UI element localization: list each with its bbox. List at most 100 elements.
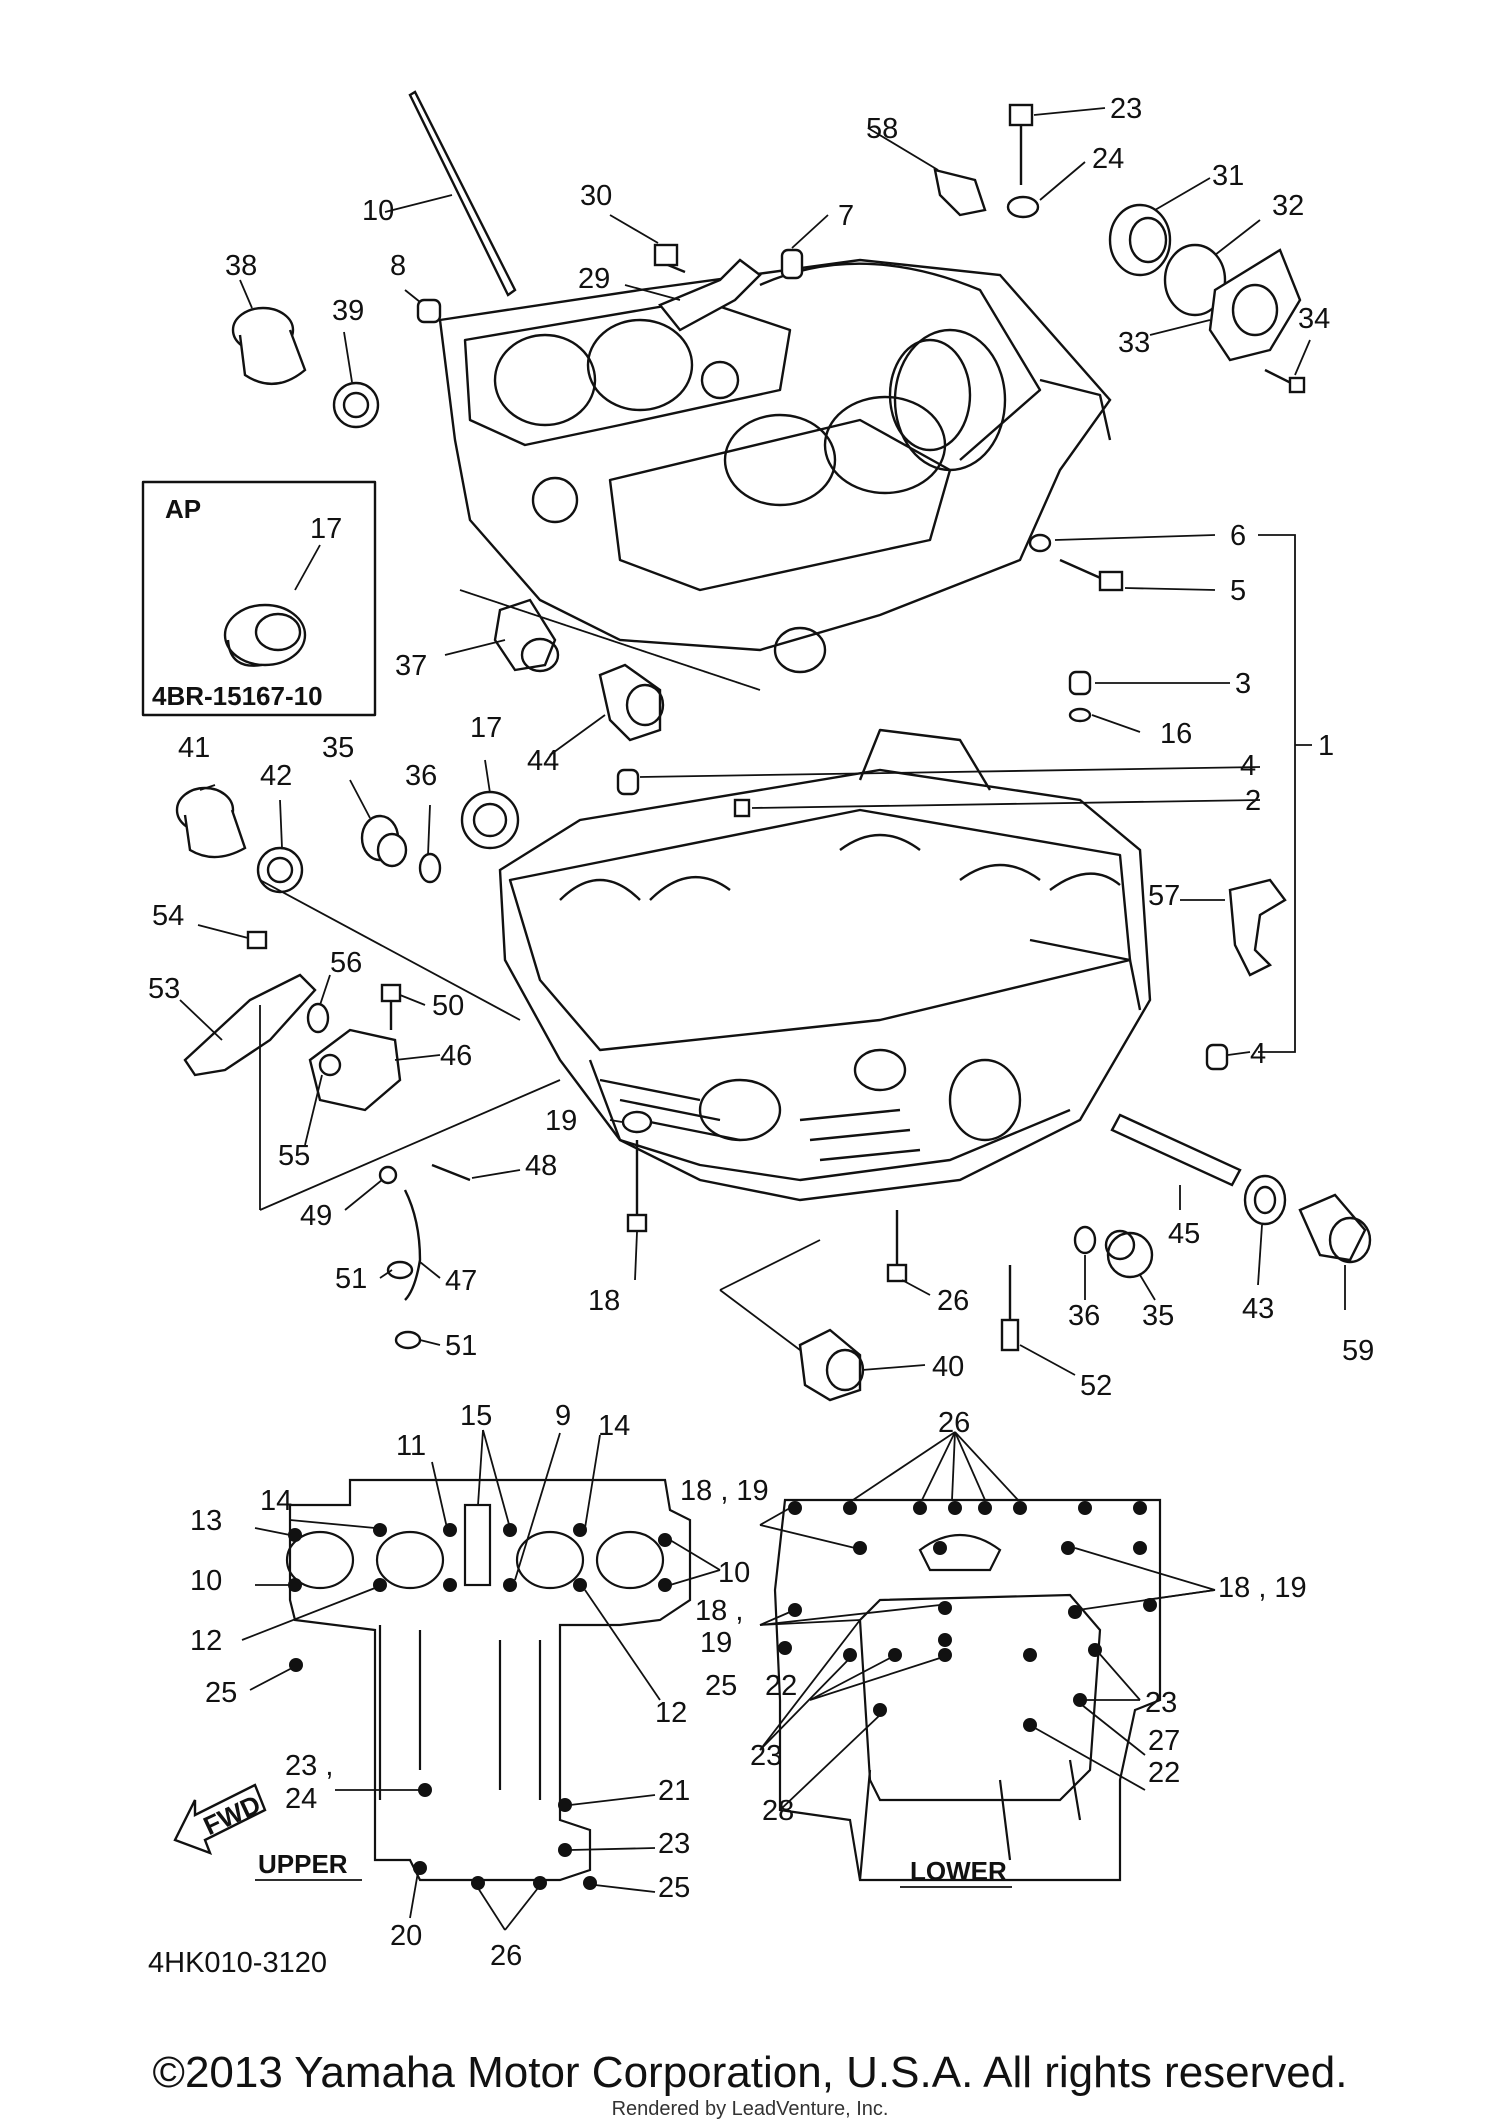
nut-51b-icon <box>394 1330 422 1350</box>
bolt-54-icon <box>246 930 268 950</box>
oil-seal-icon <box>223 603 307 667</box>
washer-19-icon <box>621 1110 653 1134</box>
upper-callout-9: 9 <box>555 1400 571 1432</box>
callout-59: 59 <box>1342 1335 1374 1367</box>
inset-title: AP <box>165 494 201 524</box>
bushing-40-icon <box>798 1328 865 1402</box>
bearing-31-icon <box>1108 203 1172 277</box>
callout-56: 56 <box>330 947 362 979</box>
callout-19: 19 <box>545 1105 577 1137</box>
upper-callout-12a: 12 <box>190 1625 222 1657</box>
callout-52: 52 <box>1080 1370 1112 1402</box>
pipe-47-icon <box>403 1189 422 1301</box>
callout-23: 23 <box>1110 93 1142 125</box>
upper-callout-25b: 25 <box>658 1872 690 1904</box>
callouts: 23 58 24 31 32 10 30 7 38 8 29 34 39 33 … <box>148 93 1374 1402</box>
upper-callout-10b: 10 <box>718 1557 750 1589</box>
callout-49: 49 <box>300 1200 332 1232</box>
callout-24: 24 <box>1092 143 1124 175</box>
seal-43-icon <box>1243 1174 1287 1226</box>
callout-35a: 35 <box>322 732 354 764</box>
oring-6-icon <box>1028 533 1052 553</box>
diagram-code: 4HK010-3120 <box>148 1947 327 1979</box>
screw-34-icon <box>1264 368 1306 394</box>
inset-part-callout: 17 <box>310 513 342 545</box>
bushing-37-icon <box>493 598 560 673</box>
upper-callout-13: 13 <box>190 1505 222 1537</box>
callout-57: 57 <box>1148 880 1180 912</box>
rendered-by: Rendered by LeadVenture, Inc. <box>611 2098 889 2120</box>
callout-50: 50 <box>432 990 464 1022</box>
callout-54: 54 <box>152 900 184 932</box>
lower-callout-23a: 23 <box>750 1740 782 1772</box>
oring-32-icon <box>1163 243 1227 317</box>
lower-callout-27: 27 <box>1148 1725 1180 1757</box>
seal-17-icon <box>460 790 520 850</box>
lower-callout-1819b: 18 , 19 <box>1218 1572 1307 1604</box>
upper-callout-24: 24 <box>285 1783 317 1815</box>
fwd-arrow-icon: FWD <box>173 1783 267 1856</box>
upper-bolt-view: FWD UPPER 14 13 10 12 25 11 15 9 14 10 1… <box>173 1400 750 1972</box>
callout-34: 34 <box>1298 303 1330 335</box>
upper-callout-20: 20 <box>390 1920 422 1952</box>
oring-49-icon <box>378 1165 398 1185</box>
callout-2: 2 <box>1245 785 1261 817</box>
callout-17: 17 <box>470 712 502 744</box>
bushing-41-icon <box>175 786 247 859</box>
oring-36a-icon <box>418 852 442 884</box>
callout-41: 41 <box>178 732 210 764</box>
clamp-58-icon <box>933 168 987 217</box>
callout-43: 43 <box>1242 1293 1274 1325</box>
upper-callout-23: 23 , <box>285 1750 333 1782</box>
housing-46-icon <box>308 1028 402 1112</box>
lower-callout-28: 28 <box>762 1795 794 1827</box>
callout-26: 26 <box>937 1285 969 1317</box>
bracket-29-icon <box>658 258 762 332</box>
callout-36b: 36 <box>1068 1300 1100 1332</box>
upper-callout-25a: 25 <box>205 1677 237 1709</box>
callout-36a: 36 <box>405 760 437 792</box>
upper-callout-10a: 10 <box>190 1565 222 1597</box>
bushing-38-icon <box>231 306 307 386</box>
stud-2-icon <box>733 798 751 818</box>
lower-leaders <box>759 1431 1216 1811</box>
dowel-4a-icon <box>616 768 640 796</box>
washer-24-icon <box>1006 195 1040 219</box>
callout-58: 58 <box>866 113 898 145</box>
callout-51a: 51 <box>335 1263 367 1295</box>
callout-4a: 4 <box>1240 750 1256 782</box>
upper-callout-23b: 23 <box>658 1828 690 1860</box>
dowel-4c-icon <box>1205 1043 1229 1071</box>
callout-46: 46 <box>440 1040 472 1072</box>
lower-callout-26: 26 <box>938 1407 970 1439</box>
seal-39-icon <box>332 381 380 429</box>
upper-label: UPPER <box>258 1849 348 1879</box>
lower-callout-22b: 22 <box>1148 1757 1180 1789</box>
upper-callout-14a: 14 <box>260 1485 292 1517</box>
copyright-notice: ©2013 Yamaha Motor Corporation, U.S.A. A… <box>152 2048 1348 2097</box>
lower-bolt-dots <box>778 1501 1157 1732</box>
nut-51a-icon <box>386 1260 414 1280</box>
callout-7: 7 <box>838 200 854 232</box>
bushing-44-icon <box>598 663 665 742</box>
callout-8: 8 <box>390 250 406 282</box>
callout-35b: 35 <box>1142 1300 1174 1332</box>
oring-36b-icon <box>1073 1225 1097 1255</box>
clip-57-icon <box>1228 878 1287 977</box>
inset-part-number: 4BR-15167-10 <box>152 681 323 711</box>
plug-35b-icon <box>1104 1229 1154 1279</box>
callout-10: 10 <box>362 195 394 227</box>
lower-callout-22a: 22 <box>765 1670 797 1702</box>
oring-16-icon <box>1068 707 1092 723</box>
callout-48: 48 <box>525 1150 557 1182</box>
bushing-59-icon <box>1298 1193 1372 1264</box>
callout-16: 16 <box>1160 718 1192 750</box>
callout-47: 47 <box>445 1265 477 1297</box>
callout-5: 5 <box>1230 575 1246 607</box>
dowel-8-icon <box>416 298 442 324</box>
nipple-55-icon <box>318 1053 342 1077</box>
callout-29: 29 <box>578 263 610 295</box>
callout-53: 53 <box>148 973 180 1005</box>
callout-31: 31 <box>1212 160 1244 192</box>
